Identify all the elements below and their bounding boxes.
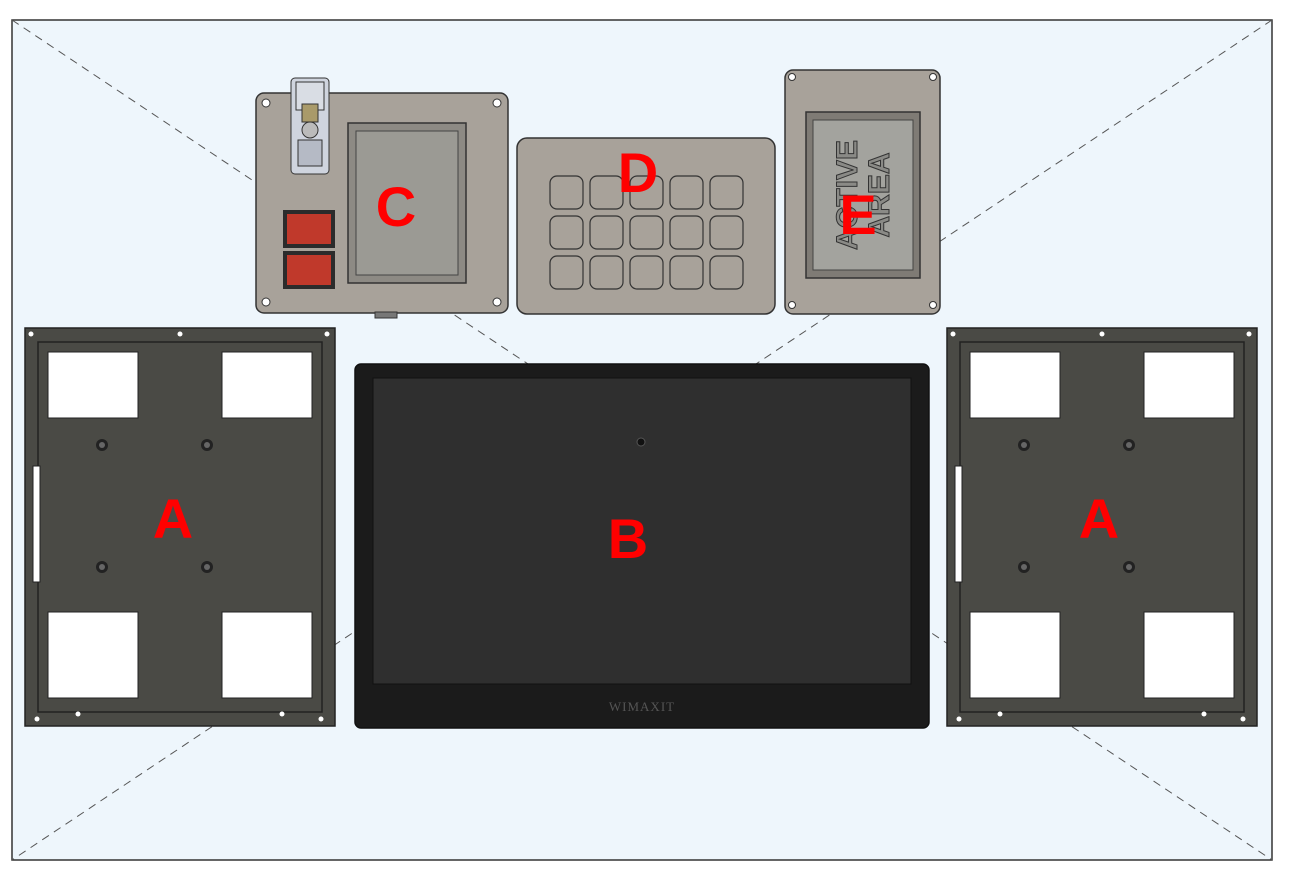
keypad-key — [669, 215, 704, 250]
toggle-switch-icon — [290, 77, 330, 175]
label-a-right: A — [1079, 487, 1119, 550]
label-a-left: A — [153, 487, 193, 550]
active-area-line2: AREA — [863, 152, 896, 237]
monitor-brand: WIMAXIT — [609, 699, 675, 714]
keypad-key — [669, 175, 704, 210]
keypad-key — [709, 255, 744, 290]
keypad-icon — [549, 175, 744, 290]
label-c: C — [376, 175, 416, 238]
monitor-screen — [372, 377, 912, 685]
keypad-key — [629, 215, 664, 250]
keypad-key — [709, 215, 744, 250]
keypad-key — [589, 255, 624, 290]
label-b: B — [608, 507, 648, 570]
panel-d — [516, 137, 776, 315]
keypad-key — [629, 175, 664, 210]
panel-e: ACTIVE AREA — [784, 69, 941, 315]
keypad-key — [549, 255, 584, 290]
keypad-key — [549, 175, 584, 210]
keypad-key — [709, 175, 744, 210]
keypad-key — [589, 175, 624, 210]
label-e: E — [839, 183, 876, 246]
label-d: D — [618, 141, 658, 204]
keypad-key — [589, 215, 624, 250]
panel-c — [255, 77, 509, 319]
keypad-key — [629, 255, 664, 290]
panel-a-right — [946, 327, 1258, 727]
keypad-key — [549, 215, 584, 250]
webcam-icon — [636, 437, 646, 447]
panel-a-left — [24, 327, 336, 727]
monitor-b: WIMAXIT — [354, 363, 930, 729]
active-area-line1: ACTIVE — [831, 140, 864, 250]
keypad-key — [669, 255, 704, 290]
